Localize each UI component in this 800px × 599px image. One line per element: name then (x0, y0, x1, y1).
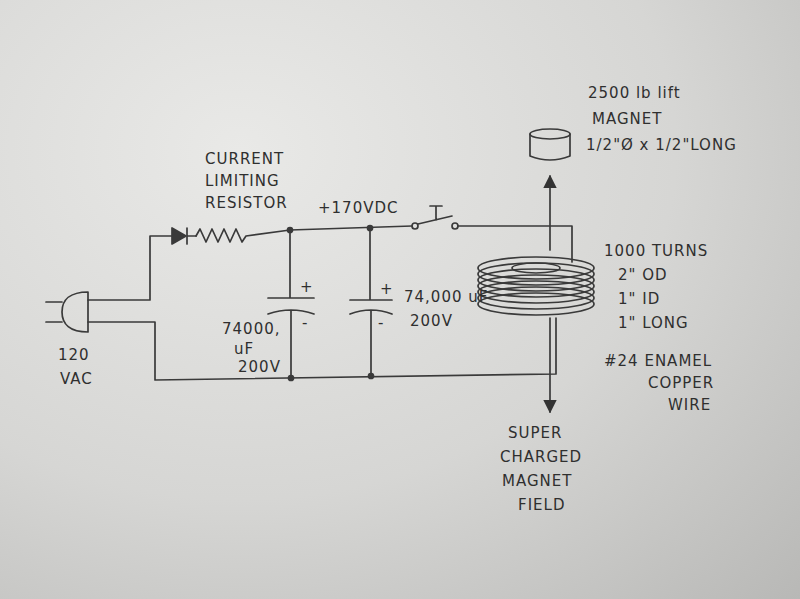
label-text: - (378, 314, 384, 332)
label-text: 120 (58, 346, 90, 364)
label-text: 74000, (222, 320, 281, 338)
label-text: VAC (60, 370, 93, 388)
label-text: 200V (238, 358, 281, 376)
junction-dot (289, 376, 294, 381)
label-text: 1" LONG (618, 314, 689, 332)
plug-symbol (62, 292, 88, 332)
junction-dot (368, 226, 373, 231)
diode-symbol (172, 228, 186, 244)
label-text: 2" OD (618, 266, 668, 284)
label-text: COPPER (648, 374, 714, 392)
coil-winding (478, 257, 594, 315)
magnet-cylinder (530, 129, 570, 160)
junction-dot (369, 374, 374, 379)
switch-symbol (418, 206, 452, 224)
label-text: - (302, 314, 308, 332)
field-arrow (549, 176, 551, 250)
wire (290, 226, 412, 230)
wire (88, 318, 556, 380)
wire (458, 226, 572, 262)
label-text: SUPER (508, 424, 562, 442)
label-text: 1/2"Ø x 1/2"LONG (586, 136, 737, 154)
label-text: + (300, 278, 314, 296)
label-text: +170VDC (318, 199, 398, 217)
label-text: 2500 lb lift (588, 84, 681, 102)
label-text: WIRE (668, 396, 711, 414)
capacitor-symbol (268, 230, 314, 378)
label-text: RESISTOR (205, 194, 288, 212)
label-text: uF (234, 340, 254, 358)
capacitor-symbol (350, 228, 392, 376)
label-text: CURRENT (205, 150, 284, 168)
junction-dot (288, 228, 293, 233)
label-text: CHARGED (500, 448, 582, 466)
label-text: FIELD (518, 496, 565, 514)
switch-contact (452, 223, 458, 229)
switch-contact (412, 223, 418, 229)
label-text: MAGNET (502, 472, 572, 490)
label-text: #24 ENAMEL (604, 352, 712, 370)
resistor-symbol (196, 229, 290, 242)
plug-prongs (46, 302, 62, 322)
label-text: 1" ID (618, 290, 660, 308)
label-text: 74,000 uF (404, 288, 488, 306)
field-arrow (549, 318, 551, 412)
label-text: 1000 TURNS (604, 242, 708, 260)
label-text: 200V (410, 312, 453, 330)
label-text: LIMITING (205, 172, 280, 190)
diode-bar (187, 228, 196, 244)
label-text: MAGNET (592, 110, 662, 128)
wire (88, 236, 172, 300)
label-text: + (380, 280, 394, 298)
